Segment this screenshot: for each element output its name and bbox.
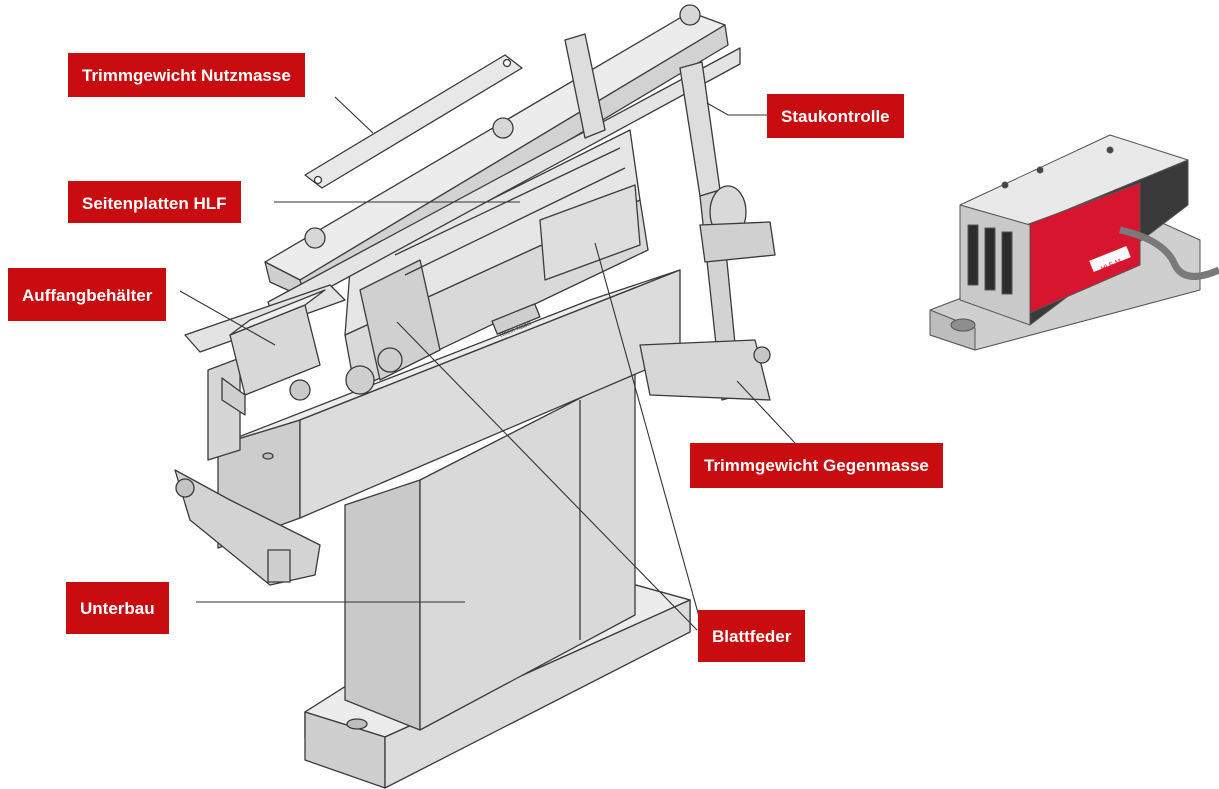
lower-bracket — [174, 469, 321, 586]
top-rails — [264, 4, 741, 319]
label-trimmgewicht-nutzmasse: Trimmgewicht Nutzmasse — [68, 53, 305, 97]
vibrator-body — [344, 129, 649, 391]
pedestal-column — [344, 369, 636, 731]
label-unterbau: Unterbau — [66, 582, 169, 634]
label-staukontrolle: Staukontrolle — [767, 94, 904, 138]
label-trimmgewicht-gegenmasse: Trimmgewicht Gegenmasse — [690, 443, 943, 488]
trim-bar — [304, 54, 523, 189]
leader-lines — [179, 96, 796, 631]
device-photo — [929, 134, 1219, 351]
label-auffangbehaelter: Auffangbehälter — [8, 268, 167, 321]
label-seitenplatten-hlf: Seitenplatten HLF — [68, 181, 241, 223]
jam-control-frame — [564, 33, 776, 401]
label-blattfeder: Blattfeder — [698, 610, 806, 662]
collecting-bin — [184, 284, 403, 416]
